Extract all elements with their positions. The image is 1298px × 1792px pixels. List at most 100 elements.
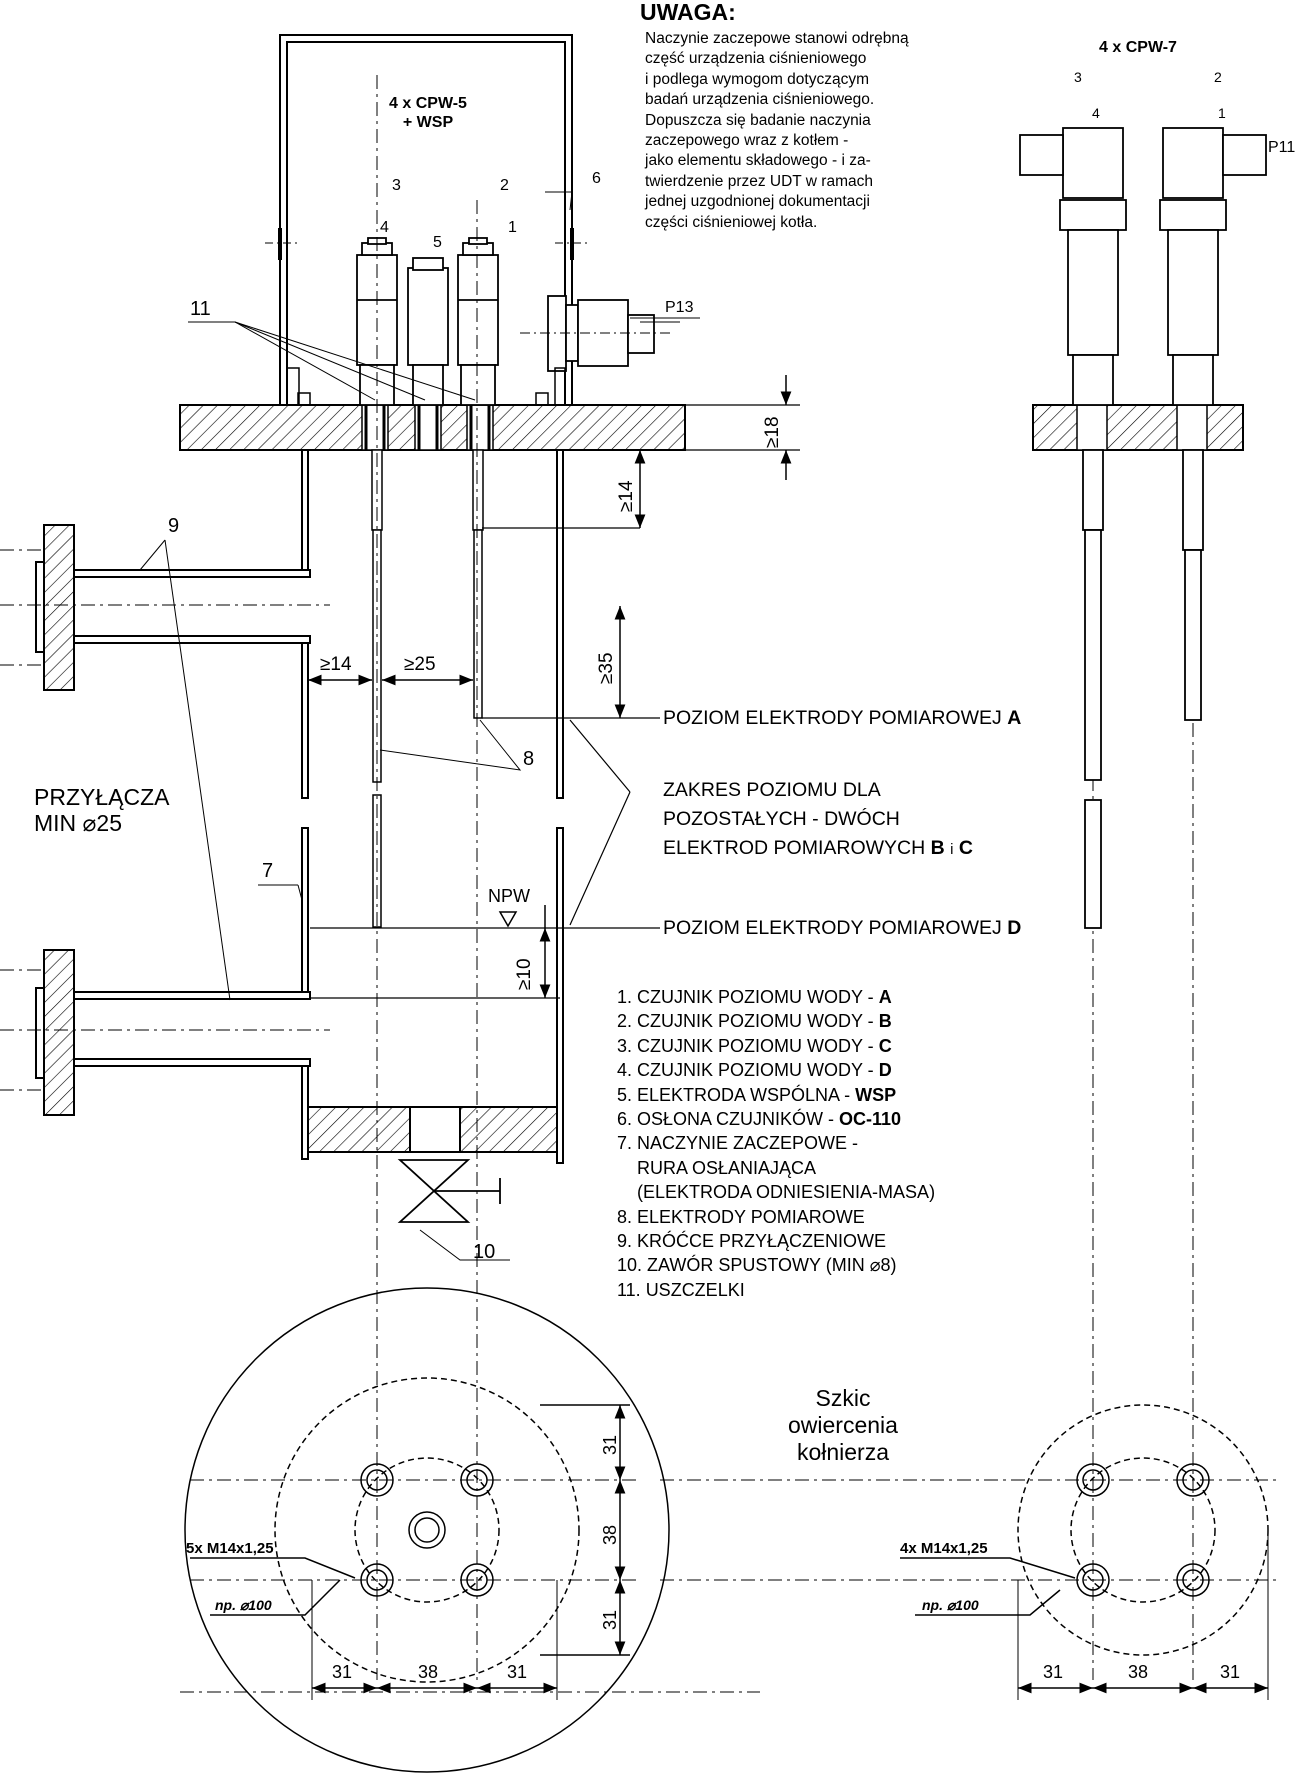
dim-ge18: ≥18 (762, 416, 783, 448)
sensor-wsp (407, 257, 449, 406)
dim-31-right-b: 31 (1220, 1662, 1240, 1682)
cpw7-sensor-left (1019, 127, 1127, 929)
level-a-text: POZIOM ELEKTRODY POMIAROWEJ (663, 707, 1002, 729)
note-block: Naczynie zaczepowe stanowi odrębną część… (645, 29, 975, 233)
level-d-letter: D (1007, 917, 1022, 939)
drain-valve (397, 1159, 501, 1223)
callout-3: 3 (392, 177, 401, 194)
note-line: część urządzenia ciśnieniowego (645, 50, 867, 68)
vessel-tube (301, 449, 564, 1164)
dim-38-right: 38 (1128, 1662, 1148, 1682)
dim-ge35: ≥35 (596, 652, 617, 684)
callout-r3: 3 (1074, 69, 1082, 85)
callout-5: 5 (433, 234, 442, 251)
legend-item: RURA OSŁANIAJĄCA (617, 1156, 935, 1180)
dim-ge10: ≥10 (514, 958, 535, 990)
flange-dimension-arrows (190, 1404, 1268, 1694)
flange-sketch-right (660, 1404, 1280, 1700)
note-line: i podlega wymogom dotyczącym (645, 70, 869, 88)
range-line-3-c: C (958, 837, 973, 859)
connection-pipes (35, 524, 311, 1116)
legend-text: 2. CZUJNIK POZIOMU WODY - (617, 1011, 879, 1032)
legend-bold: A (878, 987, 892, 1007)
legend-item: 6. OSŁONA CZUJNIKÓW - OC-110 (617, 1107, 935, 1131)
legend-item: 10. ZAWÓR SPUSTOWY (MIN ⌀8) (617, 1253, 935, 1277)
range-line-1: ZAKRES POZIOMU DLA (663, 779, 881, 801)
dim-ge14-vertical: ≥14 (616, 480, 637, 512)
legend-text: 5. ELEKTRODA WSPÓLNA - (617, 1084, 856, 1105)
legend-text: (ELEKTRODA ODNIESIENIA-MASA) (617, 1182, 936, 1203)
connections-line-2: MIN ⌀25 (34, 810, 122, 836)
dim-31-left-a: 31 (332, 1662, 352, 1682)
cpw7-sensor-right (1159, 127, 1267, 721)
legend-text: 8. ELEKTRODY POMIAROWE (617, 1206, 865, 1227)
legend-text: 11. USZCZELKI (617, 1279, 745, 1300)
dim-38-mid: 38 (600, 1525, 620, 1545)
left-set-label-1: 4 x CPW-5 (389, 95, 467, 112)
legend-item: 2. CZUJNIK POZIOMU WODY - B (617, 1009, 935, 1033)
thread-label-right: 4x M14x1,25 (900, 1540, 988, 1557)
thread-label-left: 5x M14x1,25 (186, 1540, 274, 1557)
legend-item: 5. ELEKTRODA WSPÓLNA - WSP (617, 1083, 935, 1107)
note-line: zaczepowego wraz z kotłem - (645, 132, 849, 150)
legend-bold: WSP (855, 1084, 897, 1105)
note-title: UWAGA: (640, 0, 736, 25)
legend-item: 3. CZUJNIK POZIOMU WODY - C (617, 1034, 935, 1058)
range-line-3: ELEKTROD POMIAROWYCH B i C (663, 834, 973, 864)
dim-38-left: 38 (418, 1662, 438, 1682)
sketch-line-1: Szkic (815, 1385, 871, 1411)
p11-label: P11 (1268, 139, 1295, 156)
note-line: części ciśnieniowej kotła. (645, 213, 818, 231)
range-line-3-b: B (930, 837, 945, 859)
right-set-label: 4 x CPW-7 (1099, 39, 1177, 56)
sensor-a (457, 237, 499, 406)
legend-text: 7. NACZYNIE ZACZEPOWE - (617, 1133, 859, 1154)
dim-31-bottom: 31 (600, 1610, 620, 1630)
npw-label: NPW (488, 886, 530, 906)
callout-4: 4 (380, 219, 389, 236)
legend-bold: B (878, 1011, 892, 1032)
sensor-cover (265, 34, 590, 405)
leader-lines (139, 191, 700, 1261)
range-label: ZAKRES POZIOMU DLA POZOSTAŁYCH - DWÓCH E… (663, 776, 973, 864)
note-line: Dopuszcza się badanie naczynia (645, 111, 871, 129)
callout-10: 10 (473, 1241, 495, 1263)
legend-text: 6. OSŁONA CZUJNIKÓW - (617, 1109, 840, 1130)
callout-6: 6 (592, 170, 601, 187)
callout-11: 11 (190, 298, 211, 320)
legend-bold: D (878, 1060, 892, 1081)
callout-8: 8 (523, 748, 534, 770)
legend-bold: C (878, 1035, 892, 1056)
level-d-label: POZIOM ELEKTRODY POMIAROWEJ D (663, 917, 1021, 940)
dim-31-right-a: 31 (1043, 1662, 1063, 1682)
npw-marker (498, 911, 518, 928)
sketch-label: Szkic owiercenia kołnierza (788, 1385, 898, 1466)
range-line-2: POZOSTAŁYCH - DWÓCH (663, 808, 900, 830)
pcd-label-right: np. ⌀100 (922, 1597, 979, 1613)
dim-31-left-b: 31 (507, 1662, 527, 1682)
note-line: twierdzenie przez UDT w ramach (645, 172, 873, 190)
vessel-bottom (307, 1106, 558, 1153)
legend-item: 7. NACZYNIE ZACZEPOWE - (617, 1131, 935, 1155)
legend-text: 9. KRÓĆCE PRZYŁĄCZENIOWE (617, 1231, 887, 1252)
note-line: badań urządzenia ciśnieniowego. (645, 91, 875, 109)
legend-item: 11. USZCZELKI (617, 1278, 935, 1302)
sketch-line-3: kołnierza (796, 1439, 889, 1465)
p13-label: P13 (665, 299, 694, 316)
dim-ge25: ≥25 (404, 654, 436, 675)
level-a-label: POZIOM ELEKTRODY POMIAROWEJ A (663, 707, 1021, 730)
pcd-label-left: np. ⌀100 (215, 1597, 272, 1613)
callout-1: 1 (508, 219, 517, 236)
top-flange (179, 404, 686, 451)
legend-text: 4. CZUJNIK POZIOMU WODY - (617, 1060, 879, 1081)
legend-item: 9. KRÓĆCE PRZYŁĄCZENIOWE (617, 1229, 935, 1253)
level-a-letter: A (1007, 707, 1022, 729)
legend-text: 10. ZAWÓR SPUSTOWY (MIN ⌀8) (617, 1255, 897, 1276)
range-line-3-text: ELEKTROD POMIAROWYCH (663, 837, 926, 859)
legend-text: 3. CZUJNIK POZIOMU WODY - (617, 1035, 879, 1056)
callout-9: 9 (168, 515, 179, 537)
callout-r2: 2 (1214, 69, 1222, 85)
sketch-line-2: owiercenia (788, 1412, 898, 1438)
legend-item: 8. ELEKTRODY POMIAROWE (617, 1205, 935, 1229)
